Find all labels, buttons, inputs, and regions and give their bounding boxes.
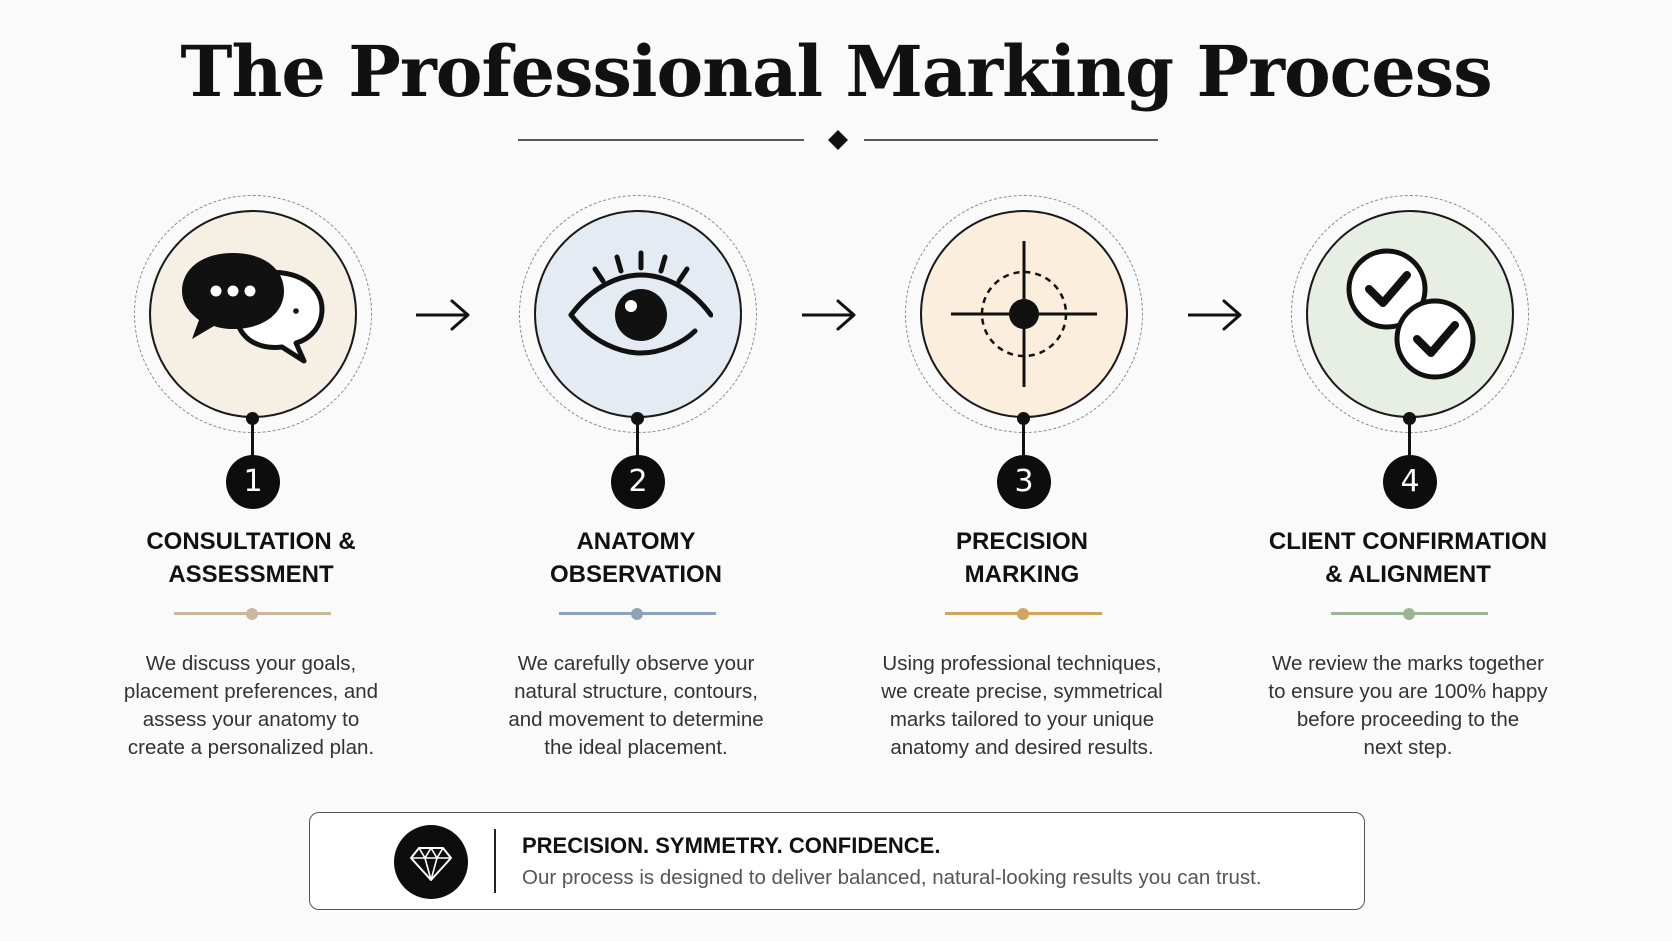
eye-icon [568,250,713,356]
step-description-line: marks tailored to your unique [889,708,1155,731]
connector-stem [251,420,254,460]
step-description-line: next step. [1363,736,1453,759]
step-description-line: before proceeding to the [1296,708,1520,731]
step-description: We carefully observe your natural struct… [471,650,801,762]
step-description-line: placement preferences, and [123,680,379,703]
step-number-badge: 3 [997,455,1051,509]
diamond-icon [410,847,452,881]
step-number-badge: 4 [1383,455,1437,509]
connector-dot [246,412,259,425]
step-description: We discuss your goals, placement prefere… [86,650,416,762]
step-title-line1: PRECISION [955,528,1089,555]
arrow-right-icon [1188,299,1242,331]
step-title: CONSULTATION & ASSESSMENT [86,525,416,591]
step-title-line1: ANATOMY [576,528,696,555]
step-number-badge: 1 [226,455,280,509]
step-disc [920,210,1128,418]
step-3: 3 PRECISION MARKING Using professional t… [857,195,1187,775]
step-title-line1: CLIENT CONFIRMATION [1268,528,1548,555]
step-description-line: assess your anatomy to [142,708,360,731]
connector-stem [636,420,639,460]
step-description-line: the ideal placement. [544,736,728,759]
step-description-line: We review the marks together [1272,652,1544,675]
page-title: The Professional Marking Process [180,30,1492,113]
step-title-line2: ASSESSMENT [168,561,334,588]
step-description-line: We discuss your goals, [145,652,357,675]
connector-stem [1408,420,1411,460]
banner-heading: PRECISION. SYMMETRY. CONFIDENCE. [522,833,941,858]
speech-bubbles-icon [182,253,325,364]
step-description-line: We carefully observe your [517,652,755,675]
step-description: We review the marks together to ensure y… [1243,650,1573,762]
step-number-badge: 2 [611,455,665,509]
step-description-line: to ensure you are 100% happy [1268,680,1548,703]
step-2: 2 ANATOMY OBSERVATION We carefully obser… [471,195,801,775]
step-title: PRECISION MARKING [857,525,1187,591]
step-accent-dot [1017,608,1029,620]
connector-stem [1022,420,1025,460]
step-4: 4 CLIENT CONFIRMATION & ALIGNMENT We rev… [1243,195,1573,775]
step-description-line: we create precise, symmetrical [881,680,1163,703]
connector-dot [1403,412,1416,425]
connector-dot [631,412,644,425]
step-accent-dot [1403,608,1415,620]
step-title-line1: CONSULTATION & [146,528,356,555]
step-disc [1306,210,1514,418]
summary-banner: PRECISION. SYMMETRY. CONFIDENCE. Our pro… [309,812,1365,910]
step-title-line2: & ALIGNMENT [1325,561,1491,588]
step-title-line2: OBSERVATION [549,561,723,588]
step-accent-dot [631,608,643,620]
step-1: 1 CONSULTATION & ASSESSMENT We discuss y… [86,195,416,775]
diamond-badge [394,825,468,899]
step-description-line: create a personalized plan. [127,736,375,759]
arrow-right-icon [802,299,856,331]
step-description: Using professional techniques, we create… [857,650,1187,762]
title-divider [518,130,1158,150]
step-description-line: Using professional techniques, [882,652,1162,675]
step-accent-dot [246,608,258,620]
step-description-line: natural structure, contours, [514,680,758,703]
step-title: CLIENT CONFIRMATION & ALIGNMENT [1243,525,1573,591]
step-title-line2: MARKING [964,561,1080,588]
crosshair-icon [951,241,1097,387]
banner-text: Our process is designed to deliver balan… [522,866,1262,889]
step-title: ANATOMY OBSERVATION [471,525,801,591]
arrow-right-icon [416,299,470,331]
double-check-icon [1346,248,1476,380]
connector-dot [1017,412,1030,425]
step-disc [534,210,742,418]
step-disc [149,210,357,418]
step-description-line: and movement to determine [508,708,764,731]
banner-divider [494,829,496,893]
step-description-line: anatomy and desired results. [890,736,1154,759]
